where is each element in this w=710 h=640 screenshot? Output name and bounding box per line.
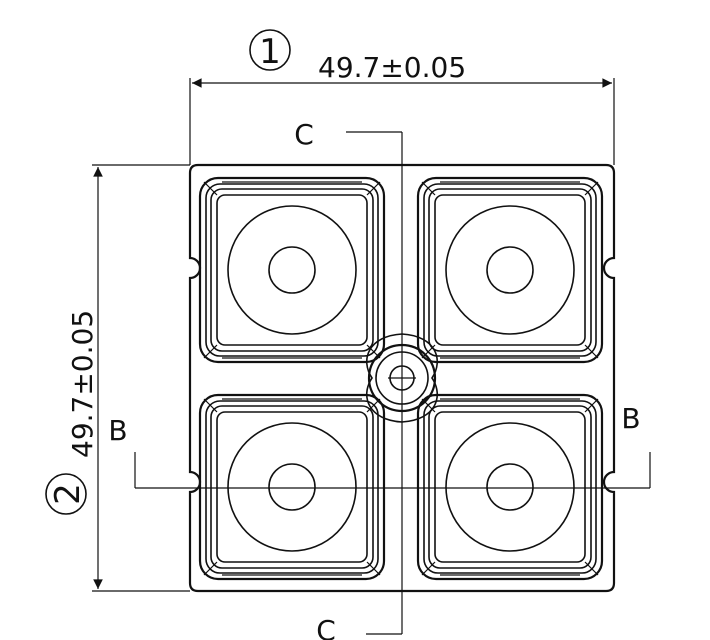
cavity-bottom-right-corner-tr xyxy=(584,398,599,413)
cavity-bottom-right-corner-bl xyxy=(421,561,436,576)
cavity-top-right-inner-floor xyxy=(434,194,586,346)
cavity-bottom-right-lens-outer xyxy=(445,422,575,552)
cavity-top-left-corner-tl xyxy=(203,181,218,196)
cavity-top-left-wall-3 xyxy=(210,188,374,352)
cavity-bottom-left-wall-3 xyxy=(210,405,374,569)
cavity-bottom-left-corner-tl xyxy=(203,398,218,413)
height-dimension: 2 49.7±0.05 xyxy=(45,164,190,592)
section-line-c: C C xyxy=(294,118,403,640)
section-c-bottom-label: C xyxy=(316,614,336,640)
cavity-top-left-outer-wall xyxy=(198,176,386,364)
height-callout-circle xyxy=(45,473,87,515)
lens-cavity-bottom-right xyxy=(416,393,604,581)
cavity-bottom-left-corner-bl xyxy=(203,561,218,576)
cavity-top-right-lens-outer xyxy=(445,205,575,335)
section-line-b: B B xyxy=(108,402,651,489)
cavity-bottom-left-lens-center xyxy=(268,463,316,511)
cavity-bottom-left-inner-floor xyxy=(216,411,368,563)
width-dimension-text: 49.7±0.05 xyxy=(318,51,466,84)
lens-cavity-top-left xyxy=(198,176,386,364)
height-dimension-text: 49.7±0.05 xyxy=(66,310,99,458)
cavity-top-right-corner-tl xyxy=(421,181,436,196)
lens-cavity-bottom-left xyxy=(198,393,386,581)
cavity-top-right-outer-wall xyxy=(416,176,604,364)
width-callout-circle xyxy=(249,29,291,71)
cavity-bottom-right-inner-floor xyxy=(434,411,586,563)
section-c-top-label: C xyxy=(294,118,314,151)
section-b-left-label: B xyxy=(108,414,127,447)
width-dimension: 1 49.7±0.05 xyxy=(189,29,615,165)
cavity-top-left-wall-2 xyxy=(205,183,379,357)
cavity-bottom-left-lens-outer xyxy=(227,422,357,552)
cavity-bottom-right-wall-2 xyxy=(423,400,597,574)
cavity-bottom-right-lens-center xyxy=(486,463,534,511)
width-callout-number: 1 xyxy=(259,32,281,72)
cavity-top-right-lens-center xyxy=(486,246,534,294)
cavity-bottom-left-outer-wall xyxy=(198,393,386,581)
cavity-top-left-inner-floor xyxy=(216,194,368,346)
height-callout-number: 2 xyxy=(48,483,88,505)
lens-cavity-top-right xyxy=(416,176,604,364)
cavity-bottom-left-wall-2 xyxy=(205,400,379,574)
cavity-bottom-left-corner-br xyxy=(366,561,381,576)
cavity-top-right-corner-br xyxy=(584,344,599,359)
cavity-bottom-right-wall-3 xyxy=(428,405,592,569)
section-b-right-label: B xyxy=(621,402,640,435)
cavity-top-left-lens-outer xyxy=(227,205,357,335)
center-hub-boss xyxy=(366,333,438,423)
cavity-bottom-right-corner-br xyxy=(584,561,599,576)
cavity-bottom-right-outer-wall xyxy=(416,393,604,581)
cavity-top-right-wall-2 xyxy=(423,183,597,357)
cavity-bottom-right-corner-tl xyxy=(421,398,436,413)
cavity-top-left-corner-bl xyxy=(203,344,218,359)
cavity-top-left-corner-tr xyxy=(366,181,381,196)
cavity-top-left-lens-center xyxy=(268,246,316,294)
cavity-top-right-corner-tr xyxy=(584,181,599,196)
cavity-top-right-wall-3 xyxy=(428,188,592,352)
